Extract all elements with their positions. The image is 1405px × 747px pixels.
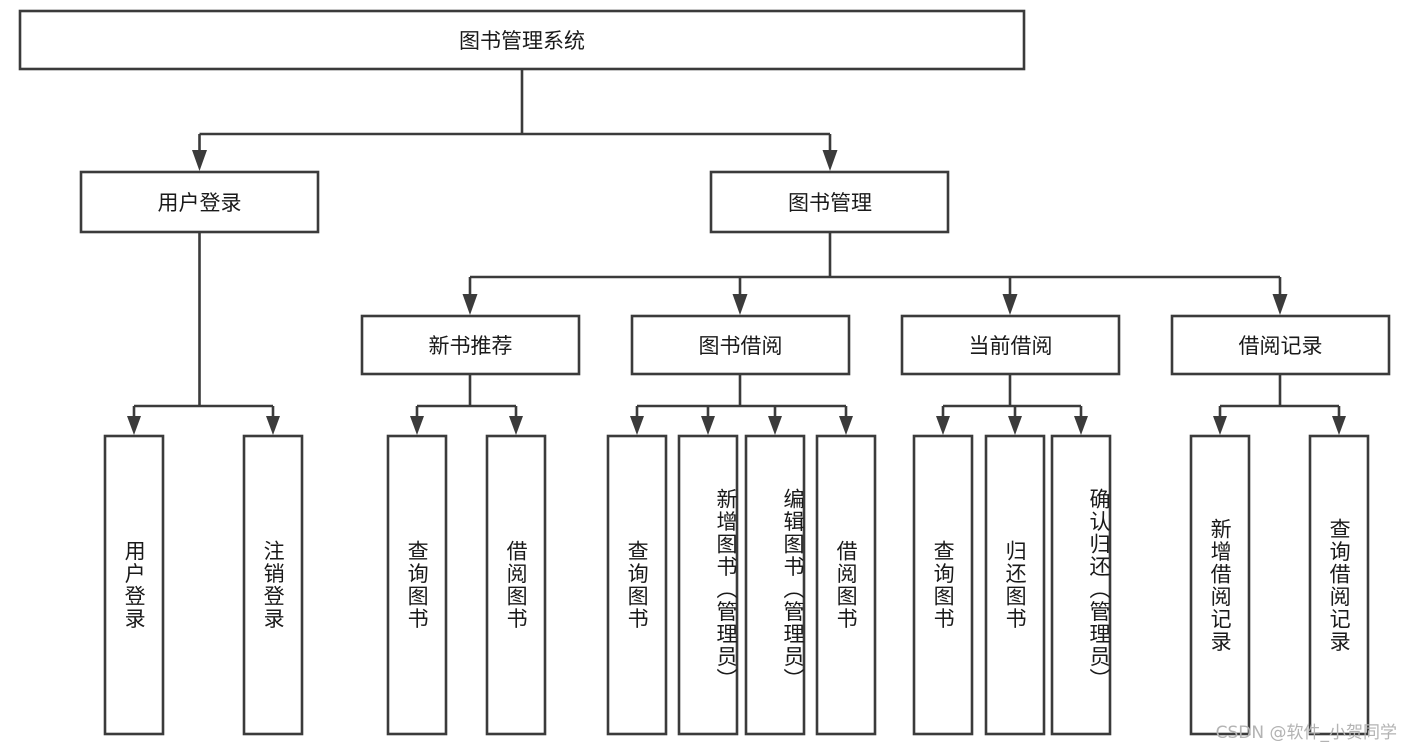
node-book-manage-box[interactable] (709, 170, 950, 234)
node-current-borrow-box[interactable] (900, 314, 1121, 376)
node-new-book-recommend-label: 新书推荐 (429, 334, 513, 358)
node-book-borrow-box[interactable] (630, 314, 851, 376)
leaf-box-confirm-return-admin[interactable] (1050, 434, 1112, 736)
node-book-manage[interactable]: 图书管理 (709, 170, 950, 234)
node-root[interactable]: 图书管理系统 (18, 9, 1026, 71)
arrow-head-borrow-records (1272, 294, 1288, 315)
node-user-login-box[interactable] (79, 170, 320, 234)
node-current-borrow[interactable]: 当前借阅 (900, 314, 1121, 376)
arrow-head-leaf-return-book (1008, 416, 1022, 435)
leaf-box-borrow-book-recommend[interactable] (485, 434, 547, 736)
node-borrow-records[interactable]: 借阅记录 (1170, 314, 1391, 376)
node-borrow-records-box[interactable] (1170, 314, 1391, 376)
node-new-book-recommend[interactable]: 新书推荐 (360, 314, 581, 376)
node-layer: 图书管理系统 用户登录 图书管理 新书推荐 图书借阅 当前 (18, 9, 1391, 736)
arrow-head-leaf-edit-book-admin (768, 416, 782, 435)
node-borrow-records-label: 借阅记录 (1239, 334, 1323, 358)
arrow-head-leaf-query-book-borrow (630, 416, 644, 435)
arrow-head-leaf-query-borrow-record (1332, 416, 1346, 435)
node-root-box[interactable] (18, 9, 1026, 71)
node-root-label: 图书管理系统 (459, 29, 585, 53)
node-book-borrow-label: 图书借阅 (699, 334, 783, 358)
arrow-head-leaf-borrow-book-recommend (509, 416, 523, 435)
leaf-box-query-book-borrow[interactable] (606, 434, 668, 736)
leaf-box-query-book-current[interactable] (912, 434, 974, 736)
node-book-borrow[interactable]: 图书借阅 (630, 314, 851, 376)
node-user-login-label: 用户登录 (158, 191, 242, 215)
leaf-box-edit-book-admin[interactable] (744, 434, 806, 736)
csdn-watermark: CSDN @软件_小贺同学 (1215, 723, 1397, 743)
node-new-book-recommend-box[interactable] (360, 314, 581, 376)
arrow-head-current-borrow (1002, 294, 1018, 315)
arrow-head-leaf-query-book-recommend (410, 416, 424, 435)
node-current-borrow-label: 当前借阅 (969, 334, 1053, 358)
arrow-head-leaf-add-book-admin (701, 416, 715, 435)
leaf-box-return-book[interactable] (984, 434, 1046, 736)
leaf-box-add-borrow-record[interactable] (1189, 434, 1251, 736)
arrow-head-leaf-borrow-book (839, 416, 853, 435)
arrow-head-user-login (192, 150, 207, 171)
arrow-head-leaf-query-book-current (936, 416, 950, 435)
arrow-head-new-book-recommend (462, 294, 478, 315)
arrow-head-leaf-user-login (127, 416, 141, 435)
leaf-box-layer (103, 434, 1370, 736)
leaf-box-add-book-admin[interactable] (677, 434, 739, 736)
arrow-head-leaf-confirm-return-admin (1074, 416, 1088, 435)
leaf-box-query-borrow-record[interactable] (1308, 434, 1370, 736)
arrow-head-book-borrow (732, 294, 748, 315)
leaf-box-borrow-book[interactable] (815, 434, 877, 736)
arrow-head-book-manage (822, 150, 838, 171)
arrow-head-leaf-logout-login (266, 416, 280, 435)
leaf-box-logout-login[interactable] (242, 434, 304, 736)
node-book-manage-label: 图书管理 (788, 191, 872, 215)
node-user-login[interactable]: 用户登录 (79, 170, 320, 234)
arrow-head-leaf-add-borrow-record (1213, 416, 1227, 435)
leaf-box-query-book-recommend[interactable] (386, 434, 448, 736)
leaf-box-user-login[interactable] (103, 434, 165, 736)
connector-layer (127, 69, 1346, 435)
